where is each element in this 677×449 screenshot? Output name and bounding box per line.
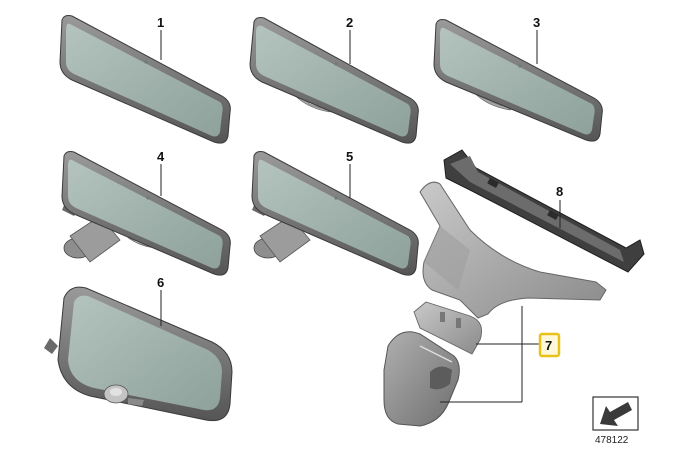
callout-5: 5	[346, 149, 353, 164]
mirror-part-3	[433, 19, 603, 142]
cover-part-7-upper	[419, 181, 607, 319]
mirror-part-4	[61, 151, 231, 276]
arrow-down-left-icon	[592, 396, 639, 431]
callout-3: 3	[533, 15, 540, 30]
mirror-part-2	[249, 17, 419, 144]
bracket-part-8	[443, 149, 645, 273]
callout-7-highlight: 7	[538, 332, 561, 358]
cover-part-7-clip	[413, 301, 483, 355]
leader-lines	[160, 30, 561, 403]
callout-1: 1	[157, 15, 164, 30]
callout-6: 6	[157, 275, 164, 290]
callout-4: 4	[157, 149, 165, 164]
reference-number: 478122	[595, 435, 629, 446]
cover-part-7-lower	[383, 331, 460, 427]
mirror-part-1	[59, 15, 231, 144]
mirror-part-5	[251, 151, 419, 276]
callout-8: 8	[556, 184, 563, 199]
mirror-part-6	[44, 286, 233, 422]
callout-2: 2	[346, 15, 353, 30]
callout-7: 7	[545, 338, 552, 353]
